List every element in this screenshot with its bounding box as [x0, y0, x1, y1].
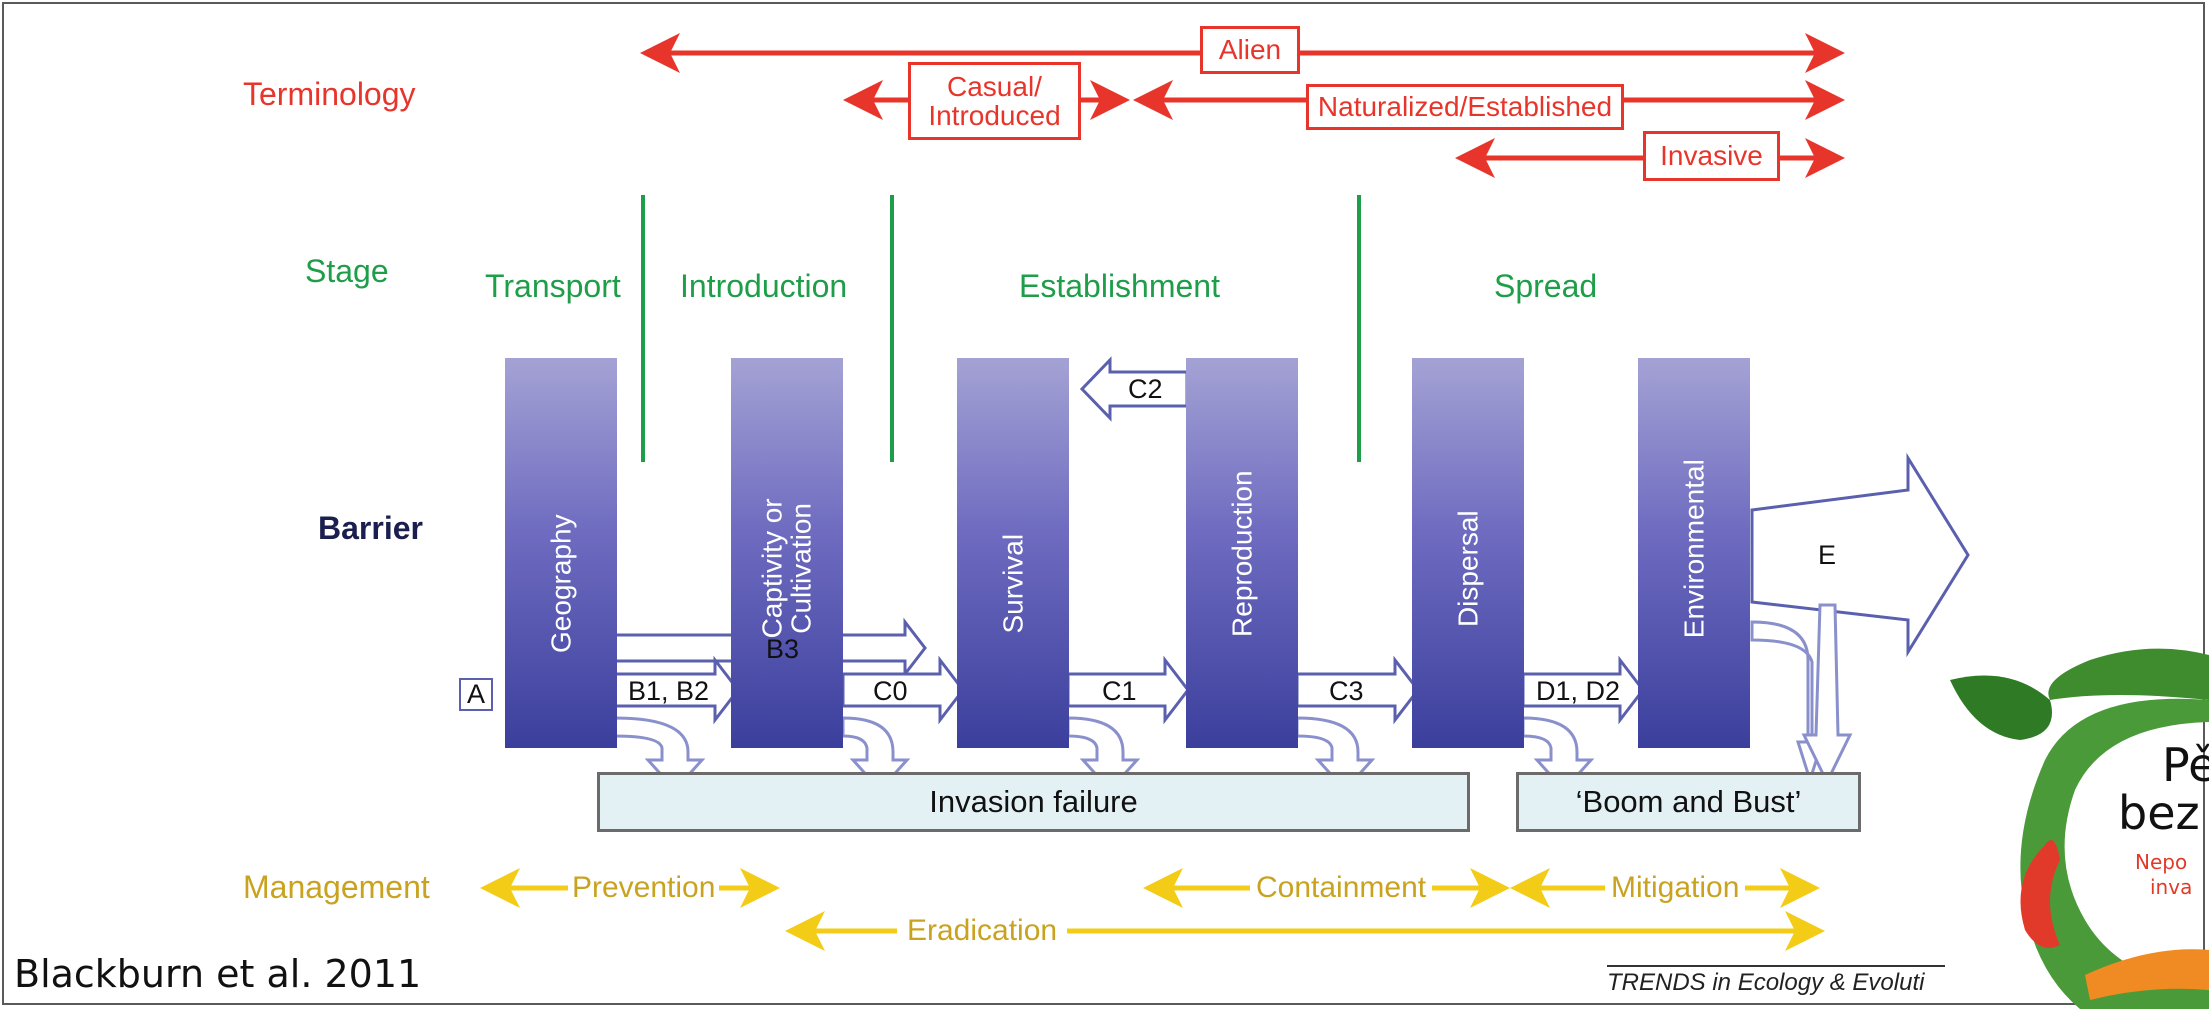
barrier-survival: Survival — [957, 358, 1069, 748]
invasive-box: Invasive — [1643, 131, 1780, 181]
terminology-label: Terminology — [243, 76, 416, 112]
barrier-survival-label: Survival — [997, 533, 1029, 634]
barrier-dispersal: Dispersal — [1412, 358, 1524, 748]
code-c2: C2 — [1128, 374, 1163, 404]
logo-text-3: Nepo — [2135, 850, 2188, 874]
d1d2-arrow — [1521, 655, 1645, 725]
code-b1b2: B1, B2 — [628, 676, 710, 706]
barrier-geography: Geography — [505, 358, 617, 748]
code-c1: C1 — [1102, 676, 1137, 706]
source-credit: TRENDS in Ecology & Evoluti — [1607, 965, 1945, 997]
barrier-geography-label: Geography — [545, 514, 577, 653]
logo-text-4: inva — [2150, 875, 2193, 899]
barrier-captivity: Captivity or Cultivation — [731, 358, 843, 748]
boom-drop — [1750, 620, 1825, 785]
prevention-label: Prevention — [568, 873, 720, 903]
c0-arrow — [841, 655, 965, 725]
c1-arrow — [1066, 655, 1190, 725]
management-label: Management — [243, 869, 430, 905]
logo-text-1: Pě — [2162, 738, 2209, 792]
b1b2-arrow — [613, 655, 740, 725]
stage-transport: Transport — [485, 268, 621, 304]
citation: Blackburn et al. 2011 — [14, 952, 422, 996]
barrier-captivity-label: Captivity or Cultivation — [756, 498, 817, 639]
stage-spread: Spread — [1494, 268, 1598, 304]
containment-label: Containment — [1250, 873, 1433, 903]
code-c0: C0 — [873, 676, 908, 706]
stage-establishment: Establishment — [1019, 268, 1220, 304]
c3-arrow — [1295, 655, 1420, 725]
barrier-environmental-label: Environmental — [1678, 458, 1710, 638]
barrier-reproduction-label: Reproduction — [1226, 470, 1258, 637]
eradication-label: Eradication — [897, 916, 1068, 946]
e-arrow — [1750, 452, 1970, 658]
barrier-reproduction: Reproduction — [1186, 358, 1298, 748]
code-a: A — [459, 678, 494, 711]
logo-text-2: bez — [2118, 786, 2200, 840]
code-d1d2: D1, D2 — [1536, 676, 1621, 706]
code-e: E — [1818, 540, 1837, 570]
boom-bust-box: ‘Boom and Bust’ — [1516, 772, 1861, 832]
alien-box: Alien — [1200, 26, 1300, 74]
mitigation-label: Mitigation — [1605, 873, 1746, 903]
casual-introduced-box: Casual/ Introduced — [908, 62, 1081, 140]
c2-arrow — [1079, 356, 1189, 422]
code-c3: C3 — [1329, 676, 1364, 706]
barrier-label: Barrier — [318, 510, 423, 546]
invasion-failure-box: Invasion failure — [597, 772, 1470, 832]
naturalized-established-box: Naturalized/Established — [1306, 84, 1624, 130]
e-drop — [1801, 603, 1853, 786]
logo-graphic — [1950, 648, 2209, 1009]
stage-introduction: Introduction — [680, 268, 848, 304]
code-b3: B3 — [766, 634, 800, 664]
stage-label: Stage — [305, 253, 389, 289]
barrier-environmental: Environmental — [1638, 358, 1750, 748]
barrier-dispersal-label: Dispersal — [1452, 509, 1484, 627]
